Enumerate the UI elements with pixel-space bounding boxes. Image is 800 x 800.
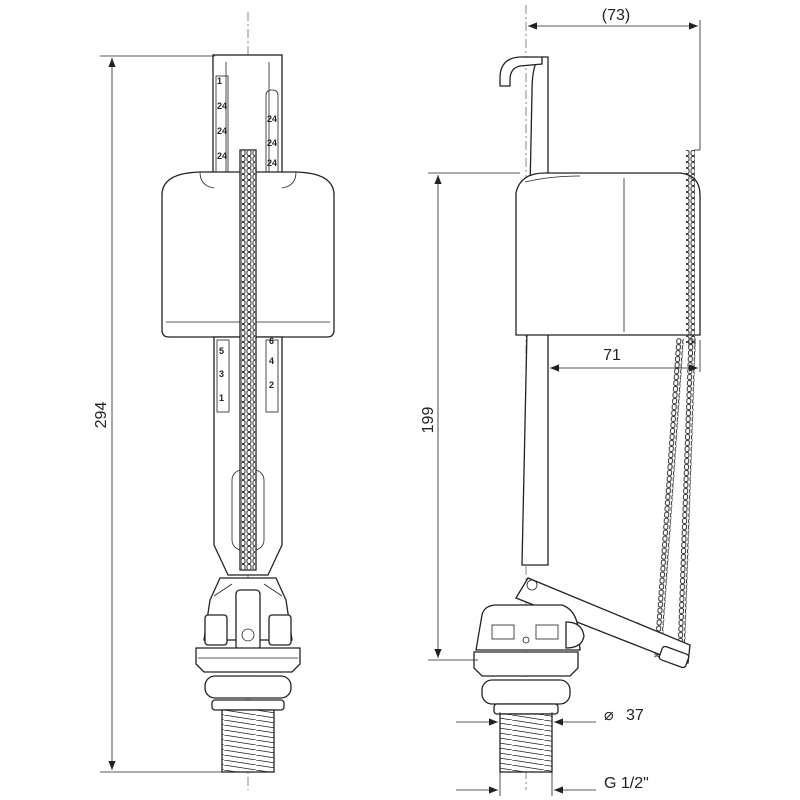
scale-mark: 24 (267, 138, 277, 148)
front-adjustment-chain (241, 151, 255, 569)
front-lower-scale-window-left (216, 339, 230, 413)
side-top-hook (499, 56, 543, 87)
scale-mark: 24 (217, 151, 227, 161)
dimension-float-height-label: 199 (420, 407, 437, 434)
scale-mark: 24 (267, 114, 277, 124)
side-float-arm (515, 577, 691, 664)
front-upper-scale-left: 1 24 24 24 (217, 76, 227, 161)
dimension-top-offset-label: (73) (602, 7, 630, 24)
side-lower-chain-right (676, 338, 696, 659)
dimension-thread: G 1/2" (456, 772, 649, 796)
scale-mark: 24 (217, 126, 227, 136)
scale-mark: 1 (219, 393, 224, 403)
front-lower-scale-right: 6 4 2 (269, 336, 274, 390)
diameter-symbol: ⌀ (604, 707, 614, 724)
front-view: 1 24 24 24 24 24 24 5 3 1 6 4 2 (161, 12, 335, 790)
dimension-float-offset: 71 (550, 340, 701, 372)
front-lower-scale-window-right (265, 339, 279, 413)
front-base-flange (195, 647, 301, 673)
scale-mark: 24 (267, 158, 277, 168)
side-upper-chain (686, 150, 695, 345)
side-base-flange (473, 651, 579, 677)
side-view (473, 5, 701, 790)
dimension-overall-height: 294 (93, 55, 222, 773)
dimension-float-height: 199 (420, 172, 520, 661)
dimension-base-diameter: ⌀ 37 (456, 707, 644, 730)
scale-mark: 24 (217, 101, 227, 111)
front-lock-nut (204, 675, 292, 699)
scale-mark: 1 (217, 76, 222, 86)
dimension-top-offset: (73) (528, 7, 701, 150)
scale-mark: 3 (219, 369, 224, 379)
front-lower-scale-left: 5 3 1 (219, 346, 224, 403)
side-lock-nut (481, 679, 571, 705)
side-lower-chain-left (653, 338, 684, 658)
scale-mark: 5 (219, 346, 224, 356)
scale-mark: 2 (269, 380, 274, 390)
scale-mark: 4 (269, 356, 274, 366)
scale-mark: 6 (269, 336, 274, 346)
dimension-base-diameter-label: 37 (626, 707, 644, 724)
dimension-float-offset-label: 71 (603, 347, 621, 364)
side-float-body (515, 172, 701, 336)
dimension-overall-height-label: 294 (93, 402, 110, 429)
dimension-thread-label: G 1/2" (604, 775, 649, 792)
front-upper-scale-right: 24 24 24 (267, 114, 277, 168)
